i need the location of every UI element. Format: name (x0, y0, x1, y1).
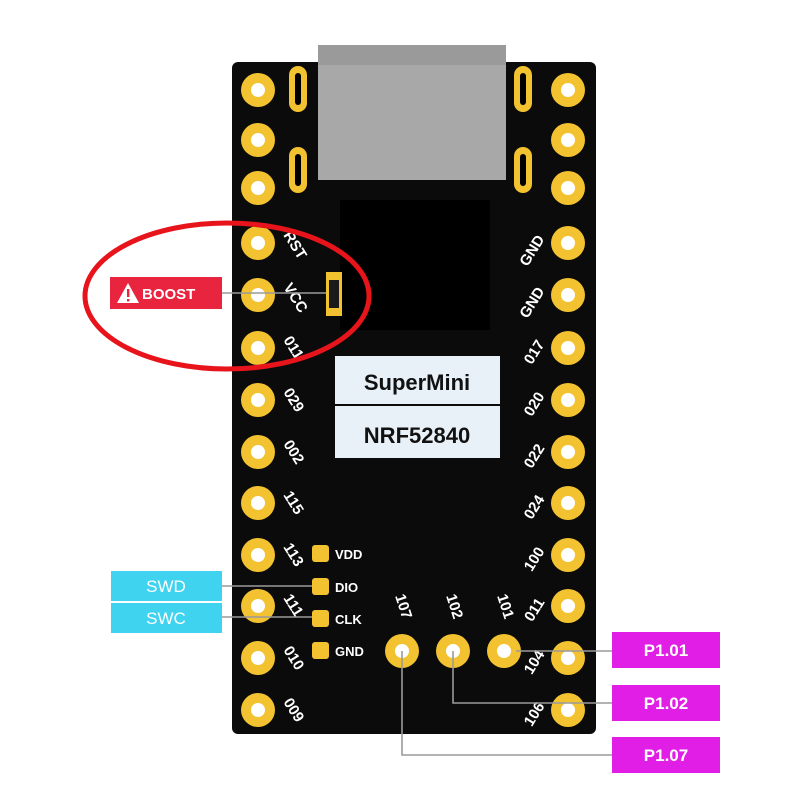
right-pin-hole (551, 383, 585, 417)
debug-pad-label-clk: CLK (335, 612, 362, 627)
debug-pad-dio (312, 578, 329, 595)
debug-pad-label-vdd: VDD (335, 547, 362, 562)
left-pin-hole (241, 171, 275, 205)
board-title-box (335, 356, 500, 458)
right-pin-hole (551, 171, 585, 205)
right-pin-hole (551, 693, 585, 727)
right-pin-header (551, 73, 585, 727)
p107-label: P1.07 (644, 746, 688, 765)
bottom-pin-label: 102 (442, 592, 466, 621)
left-pin-hole (241, 73, 275, 107)
left-pin-hole (241, 641, 275, 675)
boost-label: BOOST (142, 286, 195, 303)
left-pin-hole (241, 278, 275, 312)
bottom-pin-hole (487, 634, 521, 668)
debug-pad-label-dio: DIO (335, 580, 358, 595)
p102-label: P1.02 (644, 694, 688, 713)
left-pin-hole (241, 123, 275, 157)
left-pin-header (241, 73, 275, 727)
left-pin-hole (241, 435, 275, 469)
swd-tag (111, 571, 222, 601)
left-pin-hole (241, 589, 275, 623)
swc-label: SWC (146, 609, 186, 628)
p102-tag (612, 685, 720, 721)
bottom-pin-label: 107 (391, 592, 415, 621)
debug-pad-label-gnd: GND (335, 644, 364, 659)
left-pin-hole (241, 383, 275, 417)
right-pin-hole (551, 538, 585, 572)
highlight-ring (82, 220, 372, 372)
left-pin-hole (241, 331, 275, 365)
usb-connector (318, 45, 506, 180)
p101-label: P1.01 (644, 641, 688, 660)
debug-pad-clk (312, 610, 329, 627)
right-pin-hole (551, 73, 585, 107)
board-title-line1: SuperMini (364, 370, 470, 395)
callout-lines (222, 292, 612, 756)
warning-triangle-icon (117, 283, 139, 303)
left-pin-hole (241, 538, 275, 572)
board-title-line2: NRF52840 (364, 423, 470, 448)
right-pin-hole (551, 123, 585, 157)
boost-callout: BOOST (110, 277, 222, 309)
debug-pads: VDD DIO CLK GND (312, 545, 364, 659)
bottom-pin-labels: 107 102 101 (391, 592, 517, 621)
swc-tag (111, 603, 222, 633)
bottom-pin-label: 101 (493, 592, 517, 621)
debug-pad-gnd (312, 642, 329, 659)
p107-tag (612, 737, 720, 773)
mcu-chip (340, 200, 490, 330)
debug-pad-vdd (312, 545, 329, 562)
left-pin-hole (241, 693, 275, 727)
right-pin-hole (551, 486, 585, 520)
left-pin-hole (241, 226, 275, 260)
right-pin-hole (551, 435, 585, 469)
left-pin-hole (241, 486, 275, 520)
right-pin-hole (551, 278, 585, 312)
right-pin-hole (551, 331, 585, 365)
right-pin-hole (551, 641, 585, 675)
boost-component-body (329, 280, 339, 308)
swd-label: SWD (146, 577, 186, 596)
p101-tag (612, 632, 720, 668)
right-pin-hole (551, 589, 585, 623)
right-pin-hole (551, 226, 585, 260)
usb-connector-shade (318, 45, 506, 65)
